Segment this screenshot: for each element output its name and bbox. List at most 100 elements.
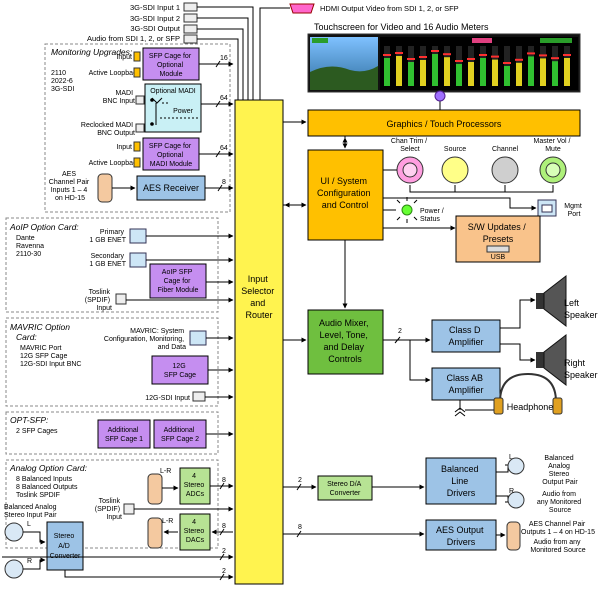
ad-count: 2	[222, 568, 226, 575]
analog-option-card-panel	[5, 459, 219, 549]
mixer-label: Audio Mixer, Level, Tone, and Delay Cont…	[319, 318, 371, 364]
power-led-icon	[401, 204, 413, 216]
meter-bar	[516, 62, 522, 86]
opt-sfp-panel	[5, 411, 219, 455]
aes-receiver-label: AES Receiver	[143, 183, 199, 193]
additional-sfp-cage-1	[97, 419, 151, 449]
analog-input-pair-label: Balanced Analog Stereo Input Pair	[4, 504, 59, 519]
channel-label: Channel	[492, 146, 519, 153]
madi-power-label: Power	[173, 108, 194, 115]
master-vol-label: Master Vol / Mute	[534, 138, 573, 153]
balanced-output-label: Balanced Analog Stereo Output Pair	[542, 455, 578, 486]
xlr-out-right-label: R	[509, 488, 514, 495]
meter-bar	[528, 56, 534, 86]
meter-peak	[539, 54, 547, 57]
class-ab-amplifier	[431, 367, 501, 401]
madi-input-label: MADI BNC Input	[103, 90, 135, 105]
ui-system-control	[307, 149, 384, 241]
front-panel-controls: Chan Trim / Select Source Channel Master…	[383, 138, 573, 193]
meter-peak	[563, 54, 571, 56]
knob-cap-icon	[545, 162, 561, 178]
sfp-cage-1-label: Additional SFP Cage 1	[105, 427, 143, 443]
left-speaker-label: Left Speaker	[564, 298, 598, 320]
speaker-cone-icon	[543, 274, 567, 328]
bnc-connector-icon	[192, 391, 206, 402]
aoip-models: Dante Ravenna 2110-30	[16, 235, 46, 258]
input-selector-router	[234, 99, 284, 585]
aes-out-count: 8	[298, 524, 302, 531]
usb-port-icon	[486, 245, 510, 253]
sdi-inputs: 3G-SDI Input 1 3G-SDI Input 2 3G-SDI Out…	[87, 2, 254, 100]
meter-bar	[468, 62, 474, 86]
mavric-models: MAVRIC Port 12G SFP Cage 12G-SDI Input B…	[20, 345, 81, 368]
sfp-cage-module	[142, 47, 200, 81]
sw-label: S/W Updates / Presets	[468, 222, 529, 244]
stereo-da-converter	[317, 475, 373, 501]
speaker-icon	[536, 352, 544, 368]
sfp2-loopback-label: Active Loopback	[89, 160, 141, 167]
xlr-out-left-label: L	[509, 454, 513, 461]
audio-meter-bars	[383, 46, 571, 86]
aoip-option-card-panel	[5, 217, 219, 313]
graphics-touch-processors	[307, 109, 581, 137]
mgmt-port-label: Mgmt Port	[564, 203, 583, 218]
bnc-connector-icon	[135, 95, 145, 105]
xlr-input-left-icon	[4, 522, 24, 542]
power-status-led: Power / Status	[396, 197, 444, 223]
xlr-input-right-icon	[4, 559, 24, 579]
channel-button-icon	[491, 156, 519, 184]
aes-output-source: Audio from any Monitored Source	[530, 539, 585, 554]
ui-label: UI / System Configuration and Control	[317, 176, 373, 210]
dac-label: 4 Stereo DACs	[184, 519, 207, 544]
db25-connector-icon	[147, 517, 163, 549]
meter-peak	[419, 56, 427, 58]
meter-peak	[491, 55, 499, 58]
sfp2-count: 64	[220, 145, 228, 152]
aes-output-description: AES Channel Pair Outputs 1 – 4 on HD-15	[521, 521, 595, 536]
da-in-count: 2	[298, 477, 302, 484]
ethernet-port-icon	[129, 228, 147, 244]
meter-bar	[504, 66, 510, 86]
bnc-connector-icon	[183, 13, 198, 23]
meter-peak	[443, 53, 451, 56]
balanced-line-drivers	[425, 457, 497, 505]
class-ab-label: Class AB Amplifier	[446, 373, 485, 395]
stereo-dacs	[179, 513, 211, 551]
meter-peak	[455, 60, 463, 62]
meter-bar	[420, 60, 426, 86]
graphics-label: Graphics / Touch Processors	[387, 119, 502, 129]
touch-icon	[434, 90, 446, 102]
mixer-out-count: 2	[398, 328, 402, 335]
input-count: 2	[222, 548, 226, 555]
audio-output-label: Audio from SDI 1, 2, or SFP	[87, 34, 180, 43]
sfp1-loopback-label: Active Loopback	[89, 70, 141, 77]
source-label: Source	[444, 146, 466, 153]
video-tag	[312, 38, 328, 43]
class-d-amplifier	[431, 319, 501, 353]
meter-bar	[540, 58, 546, 86]
aoip-primary-label: Primary 1 GB ENET	[89, 229, 126, 244]
sfp1-label: SFP Cage for Optional Module	[149, 53, 193, 78]
meter-bar	[384, 58, 390, 86]
sfp-port-icon	[133, 157, 141, 168]
meter-peak	[515, 58, 523, 61]
mavric-sdi-label: 12G-SDI Input	[145, 395, 190, 402]
sfp-cage-madi	[142, 137, 200, 171]
sfp1-input-label: Input	[116, 54, 132, 61]
hd15-connector-icon	[506, 521, 521, 551]
mavric-system-label: MAVRIC: System Configuration, Monitoring…	[104, 328, 186, 351]
touchscreen-title: Touchscreen for Video and 16 Audio Meter…	[314, 22, 489, 32]
aoip-sfp-cage	[149, 263, 207, 299]
hd15-connector-icon	[97, 173, 113, 203]
hdmi-label: HDMI Output Video from SDI 1, 2, or SFP	[320, 4, 459, 13]
aoip-title: AoIP Option Card:	[9, 222, 79, 232]
chan-trim-label: Chan Trim / Select	[391, 138, 429, 153]
bnc-connector-icon	[183, 24, 198, 34]
meter-peak	[551, 57, 559, 60]
aes-output-label: AES Output Drivers	[436, 525, 486, 547]
aes-input-label: AES Channel Pair Inputs 1 – 4 on HD-15	[49, 171, 91, 202]
meter-peak	[395, 52, 403, 54]
left-speaker: Left Speaker	[536, 274, 598, 328]
hdmi-output: HDMI Output Video from SDI 1, 2, or SFP	[259, 3, 459, 100]
